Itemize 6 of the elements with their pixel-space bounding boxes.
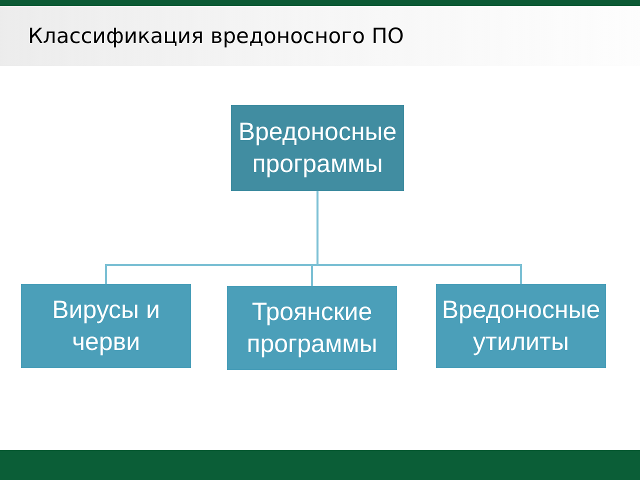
connector-line [316, 191, 522, 284]
category-box: Вирусы и черви [21, 284, 191, 368]
category-box: Вредоносные программы [231, 105, 404, 191]
slide-title: Классификация вредоносного ПО [28, 23, 404, 50]
category-box: Троянские программы [227, 286, 397, 370]
category-box: Вредоносные утилиты [436, 284, 606, 368]
